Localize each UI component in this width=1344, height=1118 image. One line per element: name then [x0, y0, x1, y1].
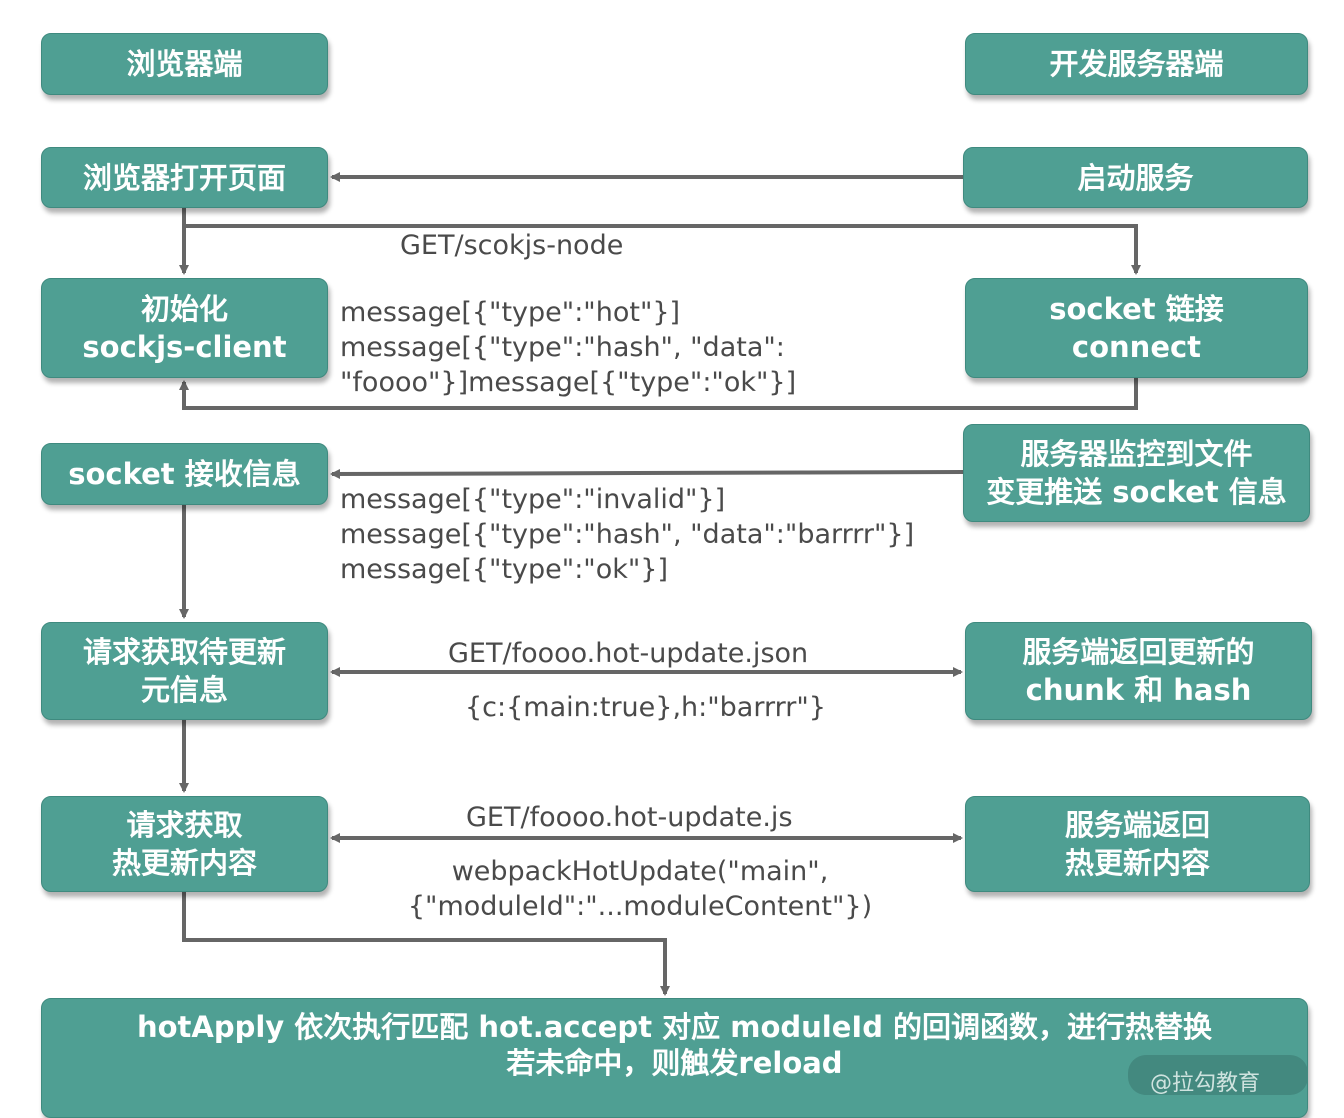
message-line: message[{"type":"invalid"}] — [340, 484, 726, 515]
server-header-box: 开发服务器端 — [965, 33, 1308, 95]
receive-label: socket 接收信息 — [68, 457, 301, 491]
start-service-box: 启动服务 — [963, 147, 1308, 208]
hot-apply-line1: hotApply 依次执行匹配 hot.accept 对应 moduleId 的… — [136, 1010, 1213, 1044]
open-page-label: 浏览器打开页面 — [82, 160, 286, 195]
return-content-line1: 服务端返回 — [1064, 808, 1210, 842]
js-response-line: {"moduleId":"...moduleContent"}) — [407, 891, 873, 922]
message-line: message[{"type":"ok"}] — [340, 554, 669, 585]
arrow-content-to-apply — [182, 892, 670, 996]
connect-line2: connect — [1071, 330, 1202, 364]
return-meta-line1: 服务端返回更新的 — [1022, 635, 1255, 669]
browser-header-box: 浏览器端 — [41, 33, 328, 95]
message-line: message[{"type":"hot"}] — [340, 297, 681, 328]
messages-block-2: message[{"type":"invalid"}] message[{"ty… — [340, 482, 914, 587]
browser-header: 浏览器端 — [126, 47, 243, 81]
js-response-line: webpackHotUpdate("main", — [451, 856, 829, 887]
return-meta-line2: chunk 和 hash — [1025, 673, 1252, 707]
messages-block-1: message[{"type":"hot"}] message[{"type":… — [340, 295, 796, 400]
watermark: @拉勾教育 — [1128, 1055, 1308, 1096]
socket-connect-box: socket 链接 connect — [965, 278, 1308, 378]
js-response-label: webpackHotUpdate("main", {"moduleId":"..… — [400, 854, 880, 924]
get-sockjs-label: GET/scokjs-node — [400, 230, 624, 261]
request-content-line2: 热更新内容 — [111, 846, 257, 880]
get-json-label: GET/foooo.hot-update.json — [448, 638, 809, 669]
receive-box: socket 接收信息 — [41, 443, 328, 505]
message-line: "foooo"}]message[{"type":"ok"}] — [340, 367, 797, 398]
arrow-get-sockjs — [184, 224, 1141, 275]
request-meta-line2: 元信息 — [140, 673, 228, 707]
init-client-box: 初始化 sockjs-client — [41, 278, 328, 378]
server-header: 开发服务器端 — [1049, 47, 1224, 81]
return-meta-box: 服务端返回更新的 chunk 和 hash — [965, 622, 1312, 720]
return-content-box: 服务端返回热更新内容 — [965, 796, 1310, 892]
connector-lines — [179, 172, 1141, 996]
request-meta-box: 请求获取待更新元信息 — [41, 622, 328, 720]
hot-apply-box: hotApply 依次执行匹配 hot.accept 对应 moduleId 的… — [41, 998, 1308, 1118]
arrow-watch-to-receive — [330, 468, 964, 479]
watch-files-box: 服务器监控到文件变更推送 socket 信息 — [963, 424, 1310, 522]
request-content-box: 请求获取热更新内容 — [41, 796, 328, 892]
connect-line1: socket 链接 — [1049, 292, 1224, 326]
json-response-label: {c:{main:true},h:"barrrr"} — [465, 692, 826, 723]
open-page-box: 浏览器打开页面 — [41, 147, 328, 208]
request-meta-line1: 请求获取待更新 — [82, 635, 286, 669]
return-content-line2: 热更新内容 — [1064, 846, 1210, 880]
get-js-label: GET/foooo.hot-update.js — [466, 802, 793, 833]
watch-line2: 变更推送 socket 信息 — [986, 475, 1287, 509]
message-line: message[{"type":"hash", "data":"barrrr"}… — [340, 519, 915, 550]
message-line: message[{"type":"hash", "data": — [340, 332, 785, 363]
start-service-label: 启动服务 — [1077, 160, 1194, 195]
watch-line1: 服务器监控到文件 — [1020, 437, 1253, 471]
init-line1: 初始化 — [140, 292, 228, 326]
arrow-connect-messages — [179, 377, 1138, 410]
request-content-line1: 请求获取 — [126, 808, 243, 842]
hot-apply-line2: 若未命中，则触发reload — [506, 1046, 843, 1080]
init-line2: sockjs-client — [82, 330, 287, 364]
